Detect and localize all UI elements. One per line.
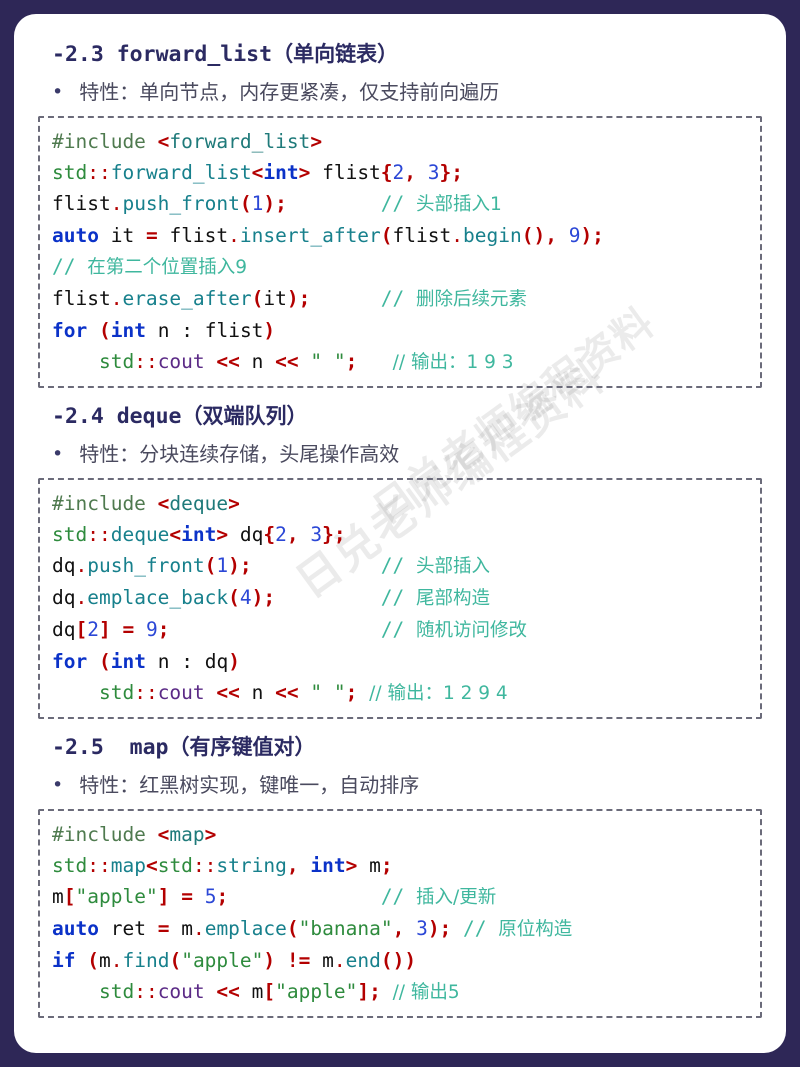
bullet-map: • 特性：红黑树实现，键唯一，自动排序 bbox=[52, 771, 764, 799]
code-line: for (int n : flist) bbox=[52, 319, 276, 342]
section-title-forward-list: -2.3 forward_list（单向链表） bbox=[52, 38, 764, 68]
section-title-deque: -2.4 deque（双端队列） bbox=[52, 400, 764, 430]
code-line: if (m.find("apple") != m.end()) bbox=[52, 949, 417, 972]
code-line: std::cout << n << " "; // 输出：1 9 3 bbox=[98, 350, 514, 373]
code-block-forward-list: #include <forward_list> std::forward_lis… bbox=[38, 116, 762, 388]
code-line: // 在第二个位置插入9 bbox=[52, 255, 248, 278]
bullet-dot-icon: • bbox=[52, 774, 64, 796]
code-line: std::map<std::string, int> m; bbox=[52, 854, 393, 877]
section-cn-title: （有序键值对） bbox=[168, 735, 316, 759]
sections-container: -2.3 forward_list（单向链表） • 特性：单向节点，内存更紧凑，… bbox=[36, 38, 764, 1018]
code-line: dq.push_front(1); // 头部插入 bbox=[52, 554, 491, 577]
section-cn-title: （双端队列） bbox=[181, 404, 308, 428]
bullet-text: 特性：分块连续存储，头尾操作高效 bbox=[79, 442, 400, 466]
section-cn-title: （单向链表） bbox=[272, 42, 399, 66]
code-line: flist.erase_after(it); // 删除后续元素 bbox=[52, 287, 528, 310]
code-line: auto ret = m.emplace("banana", 3); // 原位… bbox=[52, 917, 573, 940]
section-forward-list: -2.3 forward_list（单向链表） • 特性：单向节点，内存更紧凑，… bbox=[36, 38, 764, 388]
bullet-text: 特性：单向节点，内存更紧凑，仅支持前向遍历 bbox=[79, 80, 500, 104]
code-line: #include <forward_list> bbox=[52, 130, 323, 153]
section-name: deque bbox=[116, 404, 182, 429]
code-line: #include <deque> bbox=[52, 492, 240, 515]
bullet-deque: • 特性：分块连续存储，头尾操作高效 bbox=[52, 440, 764, 468]
code-block-deque: #include <deque> std::deque<int> dq{2, 3… bbox=[38, 478, 762, 719]
bullet-dot-icon: • bbox=[52, 81, 64, 103]
code-line: #include <map> bbox=[52, 823, 217, 846]
section-number: -2.4 bbox=[52, 404, 104, 429]
section-number: -2.3 bbox=[52, 42, 104, 67]
code-line: auto it = flist.insert_after(flist.begin… bbox=[52, 224, 604, 247]
bullet-forward-list: • 特性：单向节点，内存更紧凑，仅支持前向遍历 bbox=[52, 78, 764, 106]
content-card: 日兑老师编程资料 日兑老师编程资料 -2.3 forward_list（单向链表… bbox=[14, 14, 786, 1053]
code-line: dq[2] = 9; // 随机访问修改 bbox=[52, 618, 528, 641]
section-name: map bbox=[129, 735, 169, 760]
code-line: flist.push_front(1); // 头部插入1 bbox=[52, 192, 502, 215]
section-deque: -2.4 deque（双端队列） • 特性：分块连续存储，头尾操作高效 #inc… bbox=[36, 400, 764, 719]
code-line: std::forward_list<int> flist{2, 3}; bbox=[52, 161, 464, 184]
code-line: for (int n : dq) bbox=[52, 650, 240, 673]
section-name: forward_list bbox=[116, 42, 273, 67]
code-line: std::cout << m["apple"]; // 输出5 bbox=[98, 980, 460, 1003]
bullet-dot-icon: • bbox=[52, 443, 64, 465]
section-title-map: -2.5 map（有序键值对） bbox=[52, 731, 764, 761]
code-line: std::cout << n << " "; // 输出：1 2 9 4 bbox=[98, 681, 508, 704]
bullet-text: 特性：红黑树实现，键唯一，自动排序 bbox=[79, 773, 420, 797]
section-number: -2.5 bbox=[52, 735, 104, 760]
code-line: m["apple"] = 5; // 插入/更新 bbox=[52, 885, 497, 908]
code-block-map: #include <map> std::map<std::string, int… bbox=[38, 809, 762, 1018]
section-map: -2.5 map（有序键值对） • 特性：红黑树实现，键唯一，自动排序 #inc… bbox=[36, 731, 764, 1018]
code-line: std::deque<int> dq{2, 3}; bbox=[52, 523, 346, 546]
code-line: dq.emplace_back(4); // 尾部构造 bbox=[52, 586, 491, 609]
